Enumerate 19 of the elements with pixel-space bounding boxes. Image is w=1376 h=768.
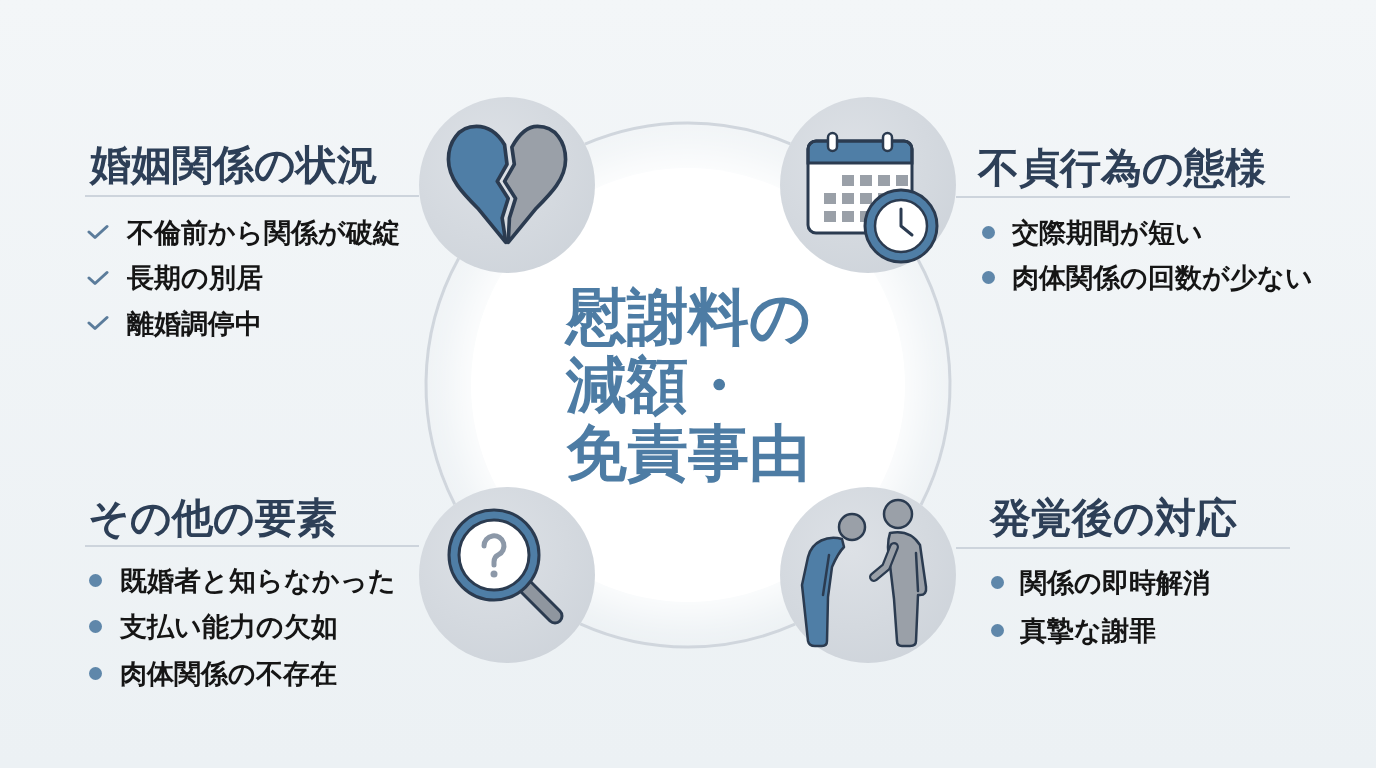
section-heading: 発覚後の対応 bbox=[990, 497, 1237, 539]
list-item: 肉体関係の不存在 bbox=[120, 659, 337, 687]
ring-arc bbox=[915, 257, 952, 506]
ring-arc bbox=[584, 121, 791, 146]
list-item: 既婚者と知らなかった bbox=[120, 566, 396, 594]
section-heading: 不貞行為の態様 bbox=[978, 147, 1266, 189]
list-item: 離婚調停中 bbox=[127, 309, 262, 337]
section-heading: 婚姻関係の状況 bbox=[90, 144, 378, 186]
list-item: 長期の別居 bbox=[127, 264, 263, 291]
list-item: 支払い能力の欠如 bbox=[120, 613, 338, 640]
list-item: 肉体関係の回数が少ない bbox=[1012, 263, 1313, 291]
list-item: 関係の即時解消 bbox=[1020, 568, 1210, 596]
ring-arc bbox=[579, 622, 796, 649]
center-title: 慰謝料の減額・免責事由 bbox=[565, 283, 811, 487]
ring-arc bbox=[424, 257, 460, 505]
list-item: 真摯な謝罪 bbox=[1020, 616, 1156, 644]
section-heading: その他の要素 bbox=[88, 497, 337, 539]
list-item: 不倫前から関係が破綻 bbox=[127, 218, 400, 246]
list-item: 交際期間が短い bbox=[1012, 218, 1203, 246]
